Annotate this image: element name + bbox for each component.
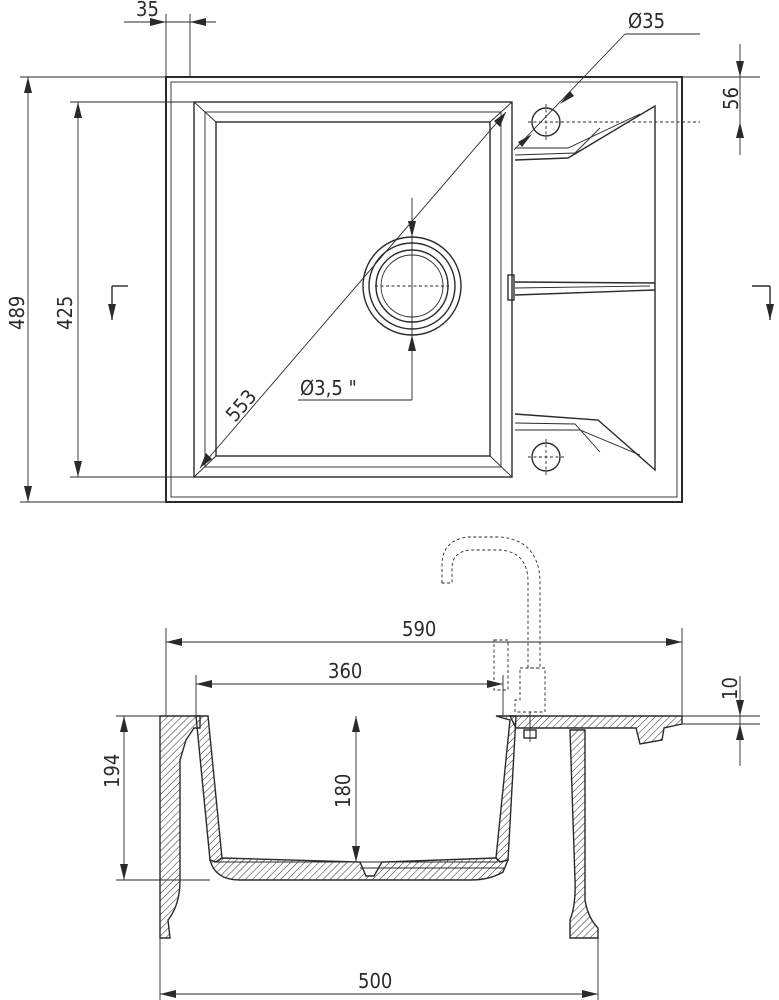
dim-overall-depth: 489 bbox=[5, 76, 166, 503]
top-view: 35 Ø35 56 489 bbox=[5, 0, 774, 503]
bowl-wall-right bbox=[495, 715, 517, 863]
label-360: 360 bbox=[328, 659, 362, 683]
dim-bowl-height: 180 bbox=[331, 716, 360, 862]
dim-bowl-depth: 425 bbox=[53, 101, 194, 478]
dim-bowl-width: 360 bbox=[195, 659, 504, 716]
section-marker-left bbox=[108, 285, 128, 320]
dim-tap-hole-offset: 56 bbox=[682, 44, 760, 155]
rim-section-right bbox=[508, 715, 683, 745]
dim-diagonal: 553 bbox=[199, 111, 507, 469]
countertop-section-right bbox=[569, 729, 599, 939]
bowl-inner-line bbox=[204, 111, 502, 468]
bowl-bottom bbox=[209, 857, 510, 881]
sink-inner-outline bbox=[170, 81, 678, 498]
label-drain: Ø3,5 " bbox=[300, 376, 357, 400]
dim-tap-hole-diameter: Ø35 bbox=[513, 9, 700, 151]
label-553: 553 bbox=[221, 385, 262, 427]
bowl-outer-edge bbox=[193, 101, 513, 478]
section-marker-right bbox=[752, 285, 774, 320]
tap-hole-secondary bbox=[528, 439, 564, 475]
label-194: 194 bbox=[100, 754, 124, 788]
label-56: 56 bbox=[719, 87, 743, 110]
dim-overall-width: 590 bbox=[165, 617, 683, 716]
bowl-bottom-edge bbox=[215, 121, 491, 457]
label-35: 35 bbox=[136, 0, 159, 21]
dim-total-height: 194 bbox=[100, 715, 210, 881]
label-180: 180 bbox=[331, 774, 355, 808]
sink-outer-outline bbox=[165, 76, 683, 503]
dim-top-flange: 35 bbox=[124, 0, 216, 77]
faucet-outline bbox=[441, 536, 546, 742]
label-590: 590 bbox=[402, 617, 436, 641]
label-489: 489 bbox=[5, 296, 29, 330]
tap-hole bbox=[528, 104, 700, 140]
dim-cabinet-width: 500 bbox=[159, 938, 599, 1000]
dim-drain-diameter: Ø3,5 " bbox=[298, 198, 416, 401]
countertop-section-left bbox=[159, 715, 201, 939]
label-425: 425 bbox=[53, 296, 77, 330]
section-view: 590 360 10 194 bbox=[100, 536, 760, 1000]
label-500: 500 bbox=[358, 969, 392, 993]
bowl-wall-left bbox=[195, 715, 223, 863]
dim-rim-thickness: 10 bbox=[682, 676, 760, 766]
label-10: 10 bbox=[718, 677, 742, 700]
label-d35: Ø35 bbox=[628, 9, 665, 33]
drainer-grooves bbox=[507, 104, 656, 472]
